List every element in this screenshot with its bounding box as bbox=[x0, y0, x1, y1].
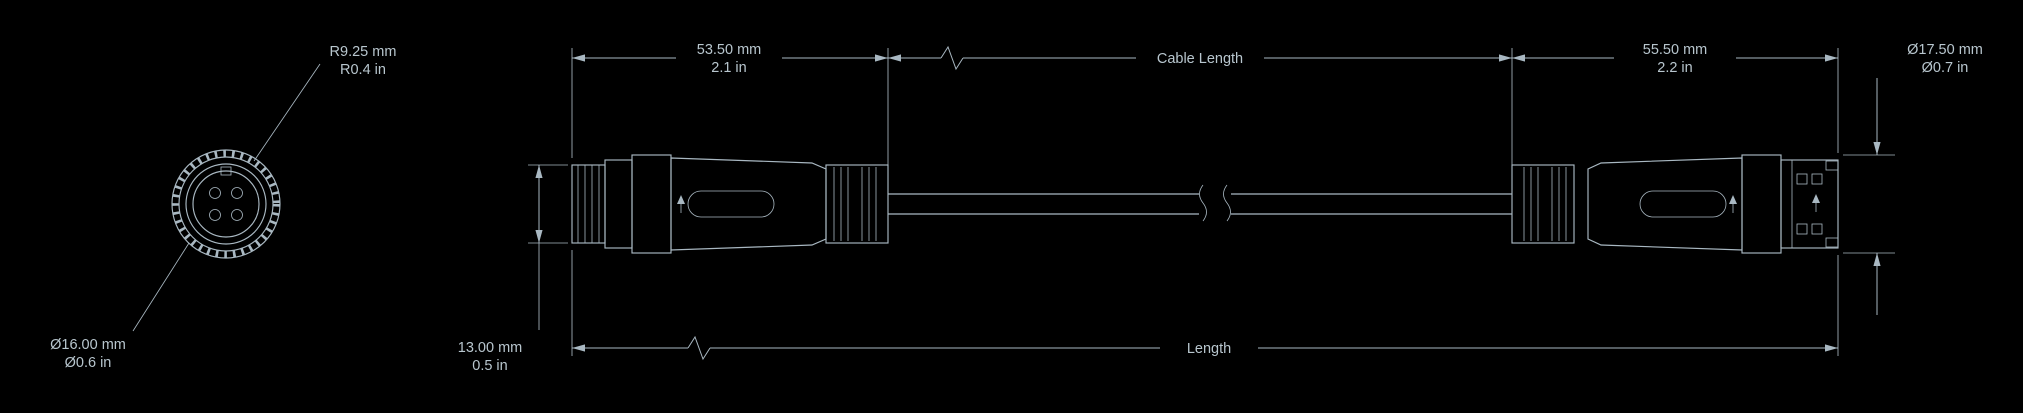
cable-length-label: Cable Length bbox=[1157, 51, 1243, 67]
connector-diameter-mm-label: Ø17.50 mm bbox=[1907, 42, 1983, 58]
orientation-arrow-icon bbox=[1729, 195, 1737, 204]
cable bbox=[888, 184, 1512, 222]
contact-window bbox=[1811, 173, 1823, 185]
connector-diameter-in-label: Ø0.7 in bbox=[1922, 60, 1969, 76]
drawing-root: R9.25 mm R0.4 in Ø16.00 mm Ø0.6 in bbox=[50, 42, 1983, 374]
cable-break-mark bbox=[1199, 184, 1207, 222]
right-body-shell bbox=[1587, 157, 1743, 251]
right-rear-housing bbox=[1780, 159, 1839, 249]
right-threaded-section bbox=[1511, 164, 1575, 244]
cable-break-mark bbox=[1223, 184, 1231, 222]
contact-window bbox=[1796, 173, 1808, 185]
front-radius-in-label: R0.4 in bbox=[340, 62, 386, 78]
overall-length-label: Length bbox=[1187, 341, 1231, 357]
left-connector-length-dimension: 53.50 mm 2.1 in bbox=[572, 42, 888, 76]
connector-shell-circle bbox=[185, 163, 267, 245]
right-knurl-ring bbox=[1741, 154, 1782, 254]
dimension-annotations: 53.50 mm 2.1 in Cable Length 55.50 mm 2.… bbox=[458, 42, 1983, 374]
pin bbox=[231, 209, 243, 221]
left-rear-ribs bbox=[571, 164, 606, 244]
front-diameter-in-label: Ø0.6 in bbox=[65, 355, 112, 371]
knurl-teeth bbox=[172, 150, 280, 258]
orientation-arrow-icon bbox=[677, 195, 685, 204]
rear-diameter-mm-label: 13.00 mm bbox=[458, 340, 522, 356]
left-connector-length-in-label: 2.1 in bbox=[711, 60, 746, 76]
right-connector-length-mm-label: 55.50 mm bbox=[1643, 42, 1707, 58]
left-knurl-ring bbox=[631, 154, 672, 254]
right-body-slot bbox=[1639, 190, 1727, 218]
knurl-outer-ring bbox=[171, 149, 281, 259]
front-diameter-mm-label: Ø16.00 mm bbox=[50, 337, 126, 353]
rear-diameter-dimension: 13.00 mm 0.5 in bbox=[458, 165, 543, 374]
contact-window bbox=[1796, 223, 1808, 235]
front-radius-mm-label: R9.25 mm bbox=[330, 44, 397, 60]
pin bbox=[209, 187, 221, 199]
pin bbox=[209, 209, 221, 221]
keyway-notch bbox=[220, 166, 232, 176]
break-mark bbox=[687, 335, 711, 361]
corner-tab bbox=[1825, 237, 1839, 248]
left-body-shell bbox=[670, 157, 827, 251]
corner-tab bbox=[1825, 160, 1839, 171]
pin bbox=[231, 187, 243, 199]
diameter-leader-line bbox=[132, 242, 190, 332]
contact-window bbox=[1811, 223, 1823, 235]
orientation-arrow-icon bbox=[1812, 194, 1820, 203]
connector-diameter-dimension: Ø17.50 mm Ø0.7 in bbox=[1873, 42, 1983, 315]
cable-length-dimension: Cable Length bbox=[888, 45, 1512, 71]
rear-diameter-in-label: 0.5 in bbox=[472, 358, 507, 374]
left-connector-side-view bbox=[571, 154, 889, 254]
left-body-slot bbox=[687, 190, 775, 218]
connector-front-view: R9.25 mm R0.4 in Ø16.00 mm Ø0.6 in bbox=[50, 44, 396, 371]
right-connector-length-in-label: 2.2 in bbox=[1657, 60, 1692, 76]
overall-length-dimension: Length bbox=[572, 335, 1838, 361]
connector-face-circle bbox=[192, 170, 260, 238]
radius-leader-line bbox=[253, 63, 321, 162]
break-mark bbox=[940, 45, 964, 71]
right-connector-side-view bbox=[1511, 154, 1839, 254]
left-collar bbox=[604, 159, 633, 249]
left-connector-length-mm-label: 53.50 mm bbox=[697, 42, 761, 58]
left-threaded-section bbox=[825, 164, 889, 244]
right-connector-length-dimension: 55.50 mm 2.2 in bbox=[1512, 42, 1838, 76]
